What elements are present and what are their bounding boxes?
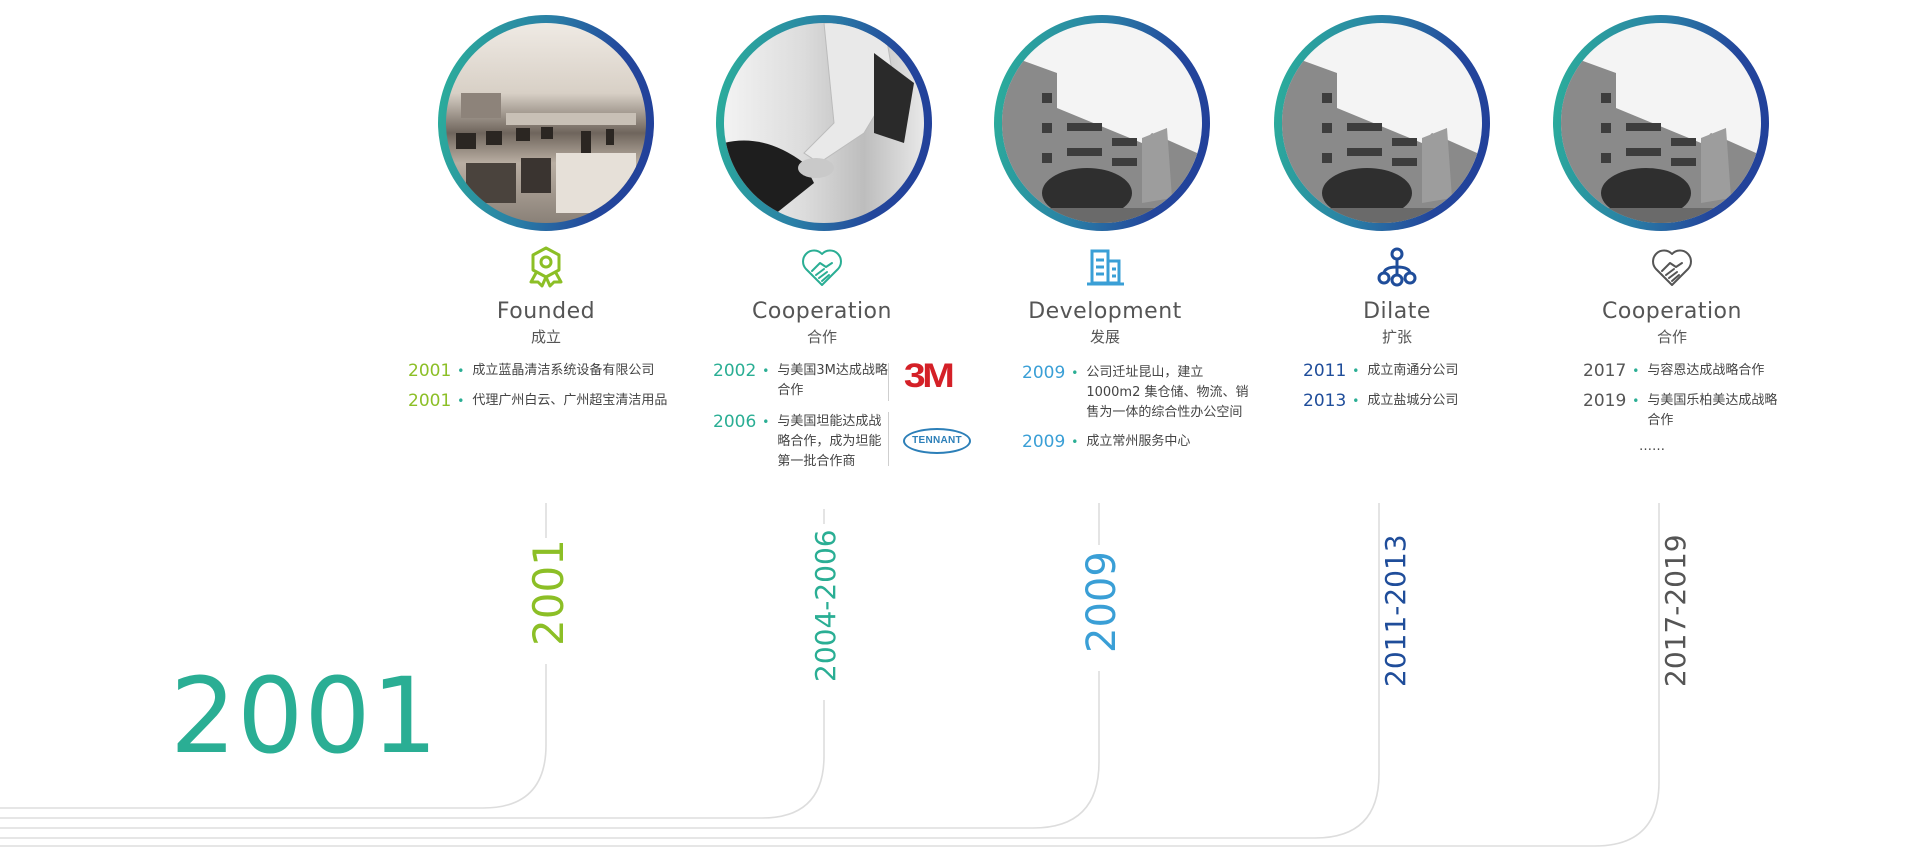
entry-text: 成立常州服务中心 <box>1086 434 1191 449</box>
milestone-title-cn: 合作 <box>806 328 837 346</box>
bullet-dot: • <box>1071 435 1079 449</box>
entry-text: 与美国3M达成战略合作 <box>777 363 888 398</box>
logo-divider <box>888 412 889 466</box>
entry: 2009 • 成立常州服务中心 <box>1022 431 1262 453</box>
bullet-dot: • <box>457 394 465 408</box>
network-branch-icon <box>1377 247 1417 287</box>
entry: 2002 • 与美国3M达成战略合作 <box>713 360 893 401</box>
milestone-title-en: Dilate <box>1363 299 1431 324</box>
entry-year: 2017 <box>1583 361 1627 381</box>
milestone-title-en: Development <box>1028 299 1182 324</box>
bullet-dot: • <box>1071 366 1079 380</box>
milestone-entries-dilate: 2011 • 成立南通分公司 2013 • 成立盐城分公司 <box>1303 360 1503 420</box>
milestone-title-cn: 合作 <box>1656 328 1687 346</box>
bullet-dot: • <box>762 415 770 429</box>
entry: 2019 • 与美国乐柏美达成战略合作 <box>1583 390 1783 431</box>
entry: 2001 • 成立蓝晶清洁系统设备有限公司 <box>408 360 708 382</box>
vertical-year-2004-2006: 2004-2006 <box>809 524 842 700</box>
entry: 2009 • 公司迁址昆山，建立 1000m2 集仓储、物流、销售为一体的综合性… <box>1022 362 1262 423</box>
entry-text: 与容恩达成战略合作 <box>1647 363 1765 378</box>
entry-year: 2019 <box>1583 391 1627 411</box>
entry: 2013 • 成立盐城分公司 <box>1303 390 1503 412</box>
vertical-year-2001: 2001 <box>524 538 573 664</box>
milestone-title-cn: 发展 <box>1089 328 1120 346</box>
entry-year: 2013 <box>1303 391 1347 411</box>
photo-office-building-3 <box>1553 15 1769 231</box>
logo-3m: 3M <box>903 357 955 395</box>
vertical-year-2011-2013: 2011-2013 <box>1379 519 1412 705</box>
milestone-title-cn: 扩张 <box>1381 328 1412 346</box>
bullet-dot: • <box>1352 364 1360 378</box>
office-building-image <box>1282 53 1482 223</box>
milestone-cooperation-1: Cooperation 合作 <box>682 245 962 347</box>
photo-office-building-2 <box>1274 15 1490 231</box>
photo-office-building-1 <box>994 15 1210 231</box>
milestone-entries-cooperation-1: 2002 • 与美国3M达成战略合作 2006 • 与美国坦能达成战略合作，成为… <box>713 360 893 480</box>
milestone-founded: Founded 成立 <box>406 245 686 347</box>
entry-year: 2002 <box>713 361 757 381</box>
more-ellipsis: …… <box>1639 439 1665 454</box>
bullet-dot: • <box>1632 394 1640 408</box>
entry-text: 成立盐城分公司 <box>1367 393 1459 408</box>
entry-year: 2006 <box>713 412 757 432</box>
entry-text: 公司迁址昆山，建立 1000m2 集仓储、物流、销售为一体的综合性办公空间 <box>1086 365 1249 420</box>
bullet-dot: • <box>762 364 770 378</box>
entry-text: 代理广州白云、广州超宝清洁用品 <box>472 393 668 408</box>
photo-office-interior <box>438 15 654 231</box>
office-building-image <box>1561 53 1761 223</box>
award-ribbon-icon <box>529 246 563 288</box>
vertical-year-2009: 2009 <box>1079 545 1125 671</box>
entry-text: 与美国坦能达成战略合作，成为坦能第一批合作商 <box>777 414 882 469</box>
entry: 2001 • 代理广州白云、广州超宝清洁用品 <box>408 390 708 412</box>
milestone-dilate: Dilate 扩张 <box>1257 245 1537 347</box>
milestone-development: Development 发展 <box>965 245 1245 347</box>
entry: 2006 • 与美国坦能达成战略合作，成为坦能第一批合作商 <box>713 411 893 472</box>
handshake-heart-icon <box>1652 249 1692 286</box>
entry-year: 2009 <box>1022 432 1066 452</box>
vertical-year-2017-2019: 2017-2019 <box>1659 519 1692 705</box>
logo-tennant: TENNANT <box>903 428 971 454</box>
milestone-entries-founded: 2001 • 成立蓝晶清洁系统设备有限公司 2001 • 代理广州白云、广州超宝… <box>408 360 708 420</box>
entry-year: 2001 <box>408 361 452 381</box>
entry-year: 2009 <box>1022 363 1066 383</box>
bullet-dot: • <box>457 364 465 378</box>
bullet-dot: • <box>1352 394 1360 408</box>
entry-text: 成立蓝晶清洁系统设备有限公司 <box>472 363 655 378</box>
entry: 2017 • 与容恩达成战略合作 <box>1583 360 1783 382</box>
building-icon <box>1087 249 1124 286</box>
logo-divider <box>888 363 889 401</box>
entry-year: 2001 <box>408 391 452 411</box>
milestone-title-en: Cooperation <box>752 299 892 324</box>
milestone-title-cn: 成立 <box>530 328 561 346</box>
milestone-title-en: Founded <box>496 299 596 324</box>
milestone-entries-cooperation-2: 2017 • 与容恩达成战略合作 2019 • 与美国乐柏美达成战略合作 …… <box>1583 360 1783 454</box>
handshake-image <box>724 23 914 223</box>
entry-year: 2011 <box>1303 361 1347 381</box>
entry-text: 成立南通分公司 <box>1367 363 1459 378</box>
entry-text: 与美国乐柏美达成战略合作 <box>1647 393 1778 428</box>
office-interior-image <box>456 93 636 213</box>
office-building-image <box>1002 53 1202 223</box>
photo-handshake <box>716 15 932 231</box>
bullet-dot: • <box>1632 364 1640 378</box>
entry: 2011 • 成立南通分公司 <box>1303 360 1503 382</box>
milestone-title-en: Cooperation <box>1602 299 1742 324</box>
handshake-heart-icon <box>802 249 842 286</box>
milestone-entries-development: 2009 • 公司迁址昆山，建立 1000m2 集仓储、物流、销售为一体的综合性… <box>1022 362 1262 461</box>
milestone-cooperation-2: Cooperation 合作 <box>1532 245 1812 347</box>
big-year-heading: 2001 <box>170 655 439 777</box>
